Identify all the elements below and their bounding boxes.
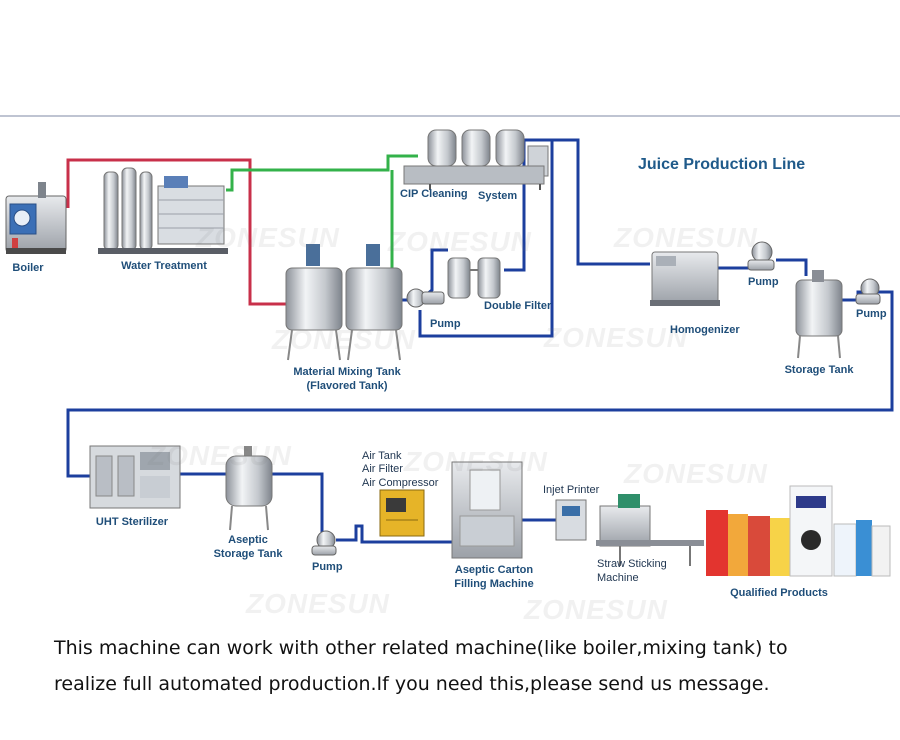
watermark: ZONESUN	[614, 222, 758, 253]
pump-1-image	[406, 288, 445, 308]
cip-label-b: System	[478, 190, 518, 202]
air-filter-label: Air Filter	[362, 463, 403, 475]
watermark: ZONESUN	[246, 588, 390, 619]
watermark: ZONESUN	[524, 594, 668, 625]
qualified-products-image	[706, 485, 891, 577]
watermark: ZONESUN	[272, 324, 416, 355]
watermark: ZONESUN	[388, 226, 532, 257]
watermark: ZONESUN	[196, 222, 340, 253]
watermark: ZONESUN	[404, 446, 548, 477]
boiler-image	[5, 182, 67, 254]
uht-sterilizer-label: UHT Sterilizer	[95, 516, 169, 528]
mixing-tank-sublabel: (Flavored Tank)	[306, 380, 388, 392]
aseptic-storage-tank-image	[225, 446, 273, 531]
pump-label: Pump	[856, 308, 887, 320]
cip-image	[403, 129, 549, 190]
straw-sticking-sublabel: Machine	[597, 572, 639, 584]
pump-4-image	[311, 530, 337, 556]
aseptic-storage-sublabel: Storage Tank	[213, 548, 283, 560]
homogenizer-image	[650, 251, 720, 306]
injet-printer-image	[555, 499, 587, 541]
filling-machine-sublabel: Filling Machine	[454, 578, 534, 590]
double-filter-image	[447, 257, 501, 299]
pump-2-image	[747, 241, 775, 271]
watermark: ZONESUN	[544, 322, 688, 353]
water-treatment-image	[98, 167, 228, 254]
filling-machine-label: Aseptic Carton	[454, 564, 534, 576]
straw-sticking-machine-image	[596, 494, 704, 566]
pump-label: Pump	[748, 276, 779, 288]
uht-sterilizer-image	[89, 445, 181, 509]
air-compressor-image	[379, 489, 425, 537]
product-pipe-3	[552, 138, 650, 266]
injet-printer-label: Injet Printer	[543, 484, 600, 496]
water-pipe	[226, 154, 418, 192]
product-pipe-9	[336, 524, 452, 544]
air-compressor-label: Air Compressor	[362, 477, 439, 489]
mixing-tank-label: Material Mixing Tank	[293, 366, 401, 378]
watermark: ZONESUN	[148, 440, 292, 471]
caption-line-1: This machine can work with other related…	[54, 637, 788, 659]
caption: This machine can work with other related…	[54, 630, 884, 702]
storage-tank-image	[795, 270, 843, 359]
homogenizer-label: Homogenizer	[670, 324, 740, 336]
straw-sticking-label: Straw Sticking	[597, 558, 667, 570]
caption-line-2: realize full automated production.If you…	[54, 673, 770, 695]
product-pipe-8	[272, 472, 324, 536]
steam-pipe	[66, 158, 286, 306]
boiler-label: Boiler	[12, 262, 44, 274]
water-treatment-label: Water Treatment	[121, 260, 207, 272]
double-filter-label: Double Filter	[484, 300, 552, 312]
qualified-products-label: Qualified Products	[730, 587, 828, 599]
mixing-tanks-image	[285, 244, 403, 361]
diagram-title: Juice Production Line	[638, 156, 806, 173]
pump-label: Pump	[430, 318, 461, 330]
pump-3-image	[855, 278, 881, 305]
storage-tank-label: Storage Tank	[784, 364, 854, 376]
product-pipe-5	[776, 258, 808, 276]
aseptic-filling-machine-image	[451, 461, 523, 559]
watermark: ZONESUN	[624, 458, 768, 489]
cip-label-a: CIP Cleaning	[400, 188, 468, 200]
pump-label: Pump	[312, 561, 343, 573]
aseptic-storage-label: Aseptic	[228, 534, 268, 546]
air-tank-label: Air Tank	[362, 450, 402, 462]
